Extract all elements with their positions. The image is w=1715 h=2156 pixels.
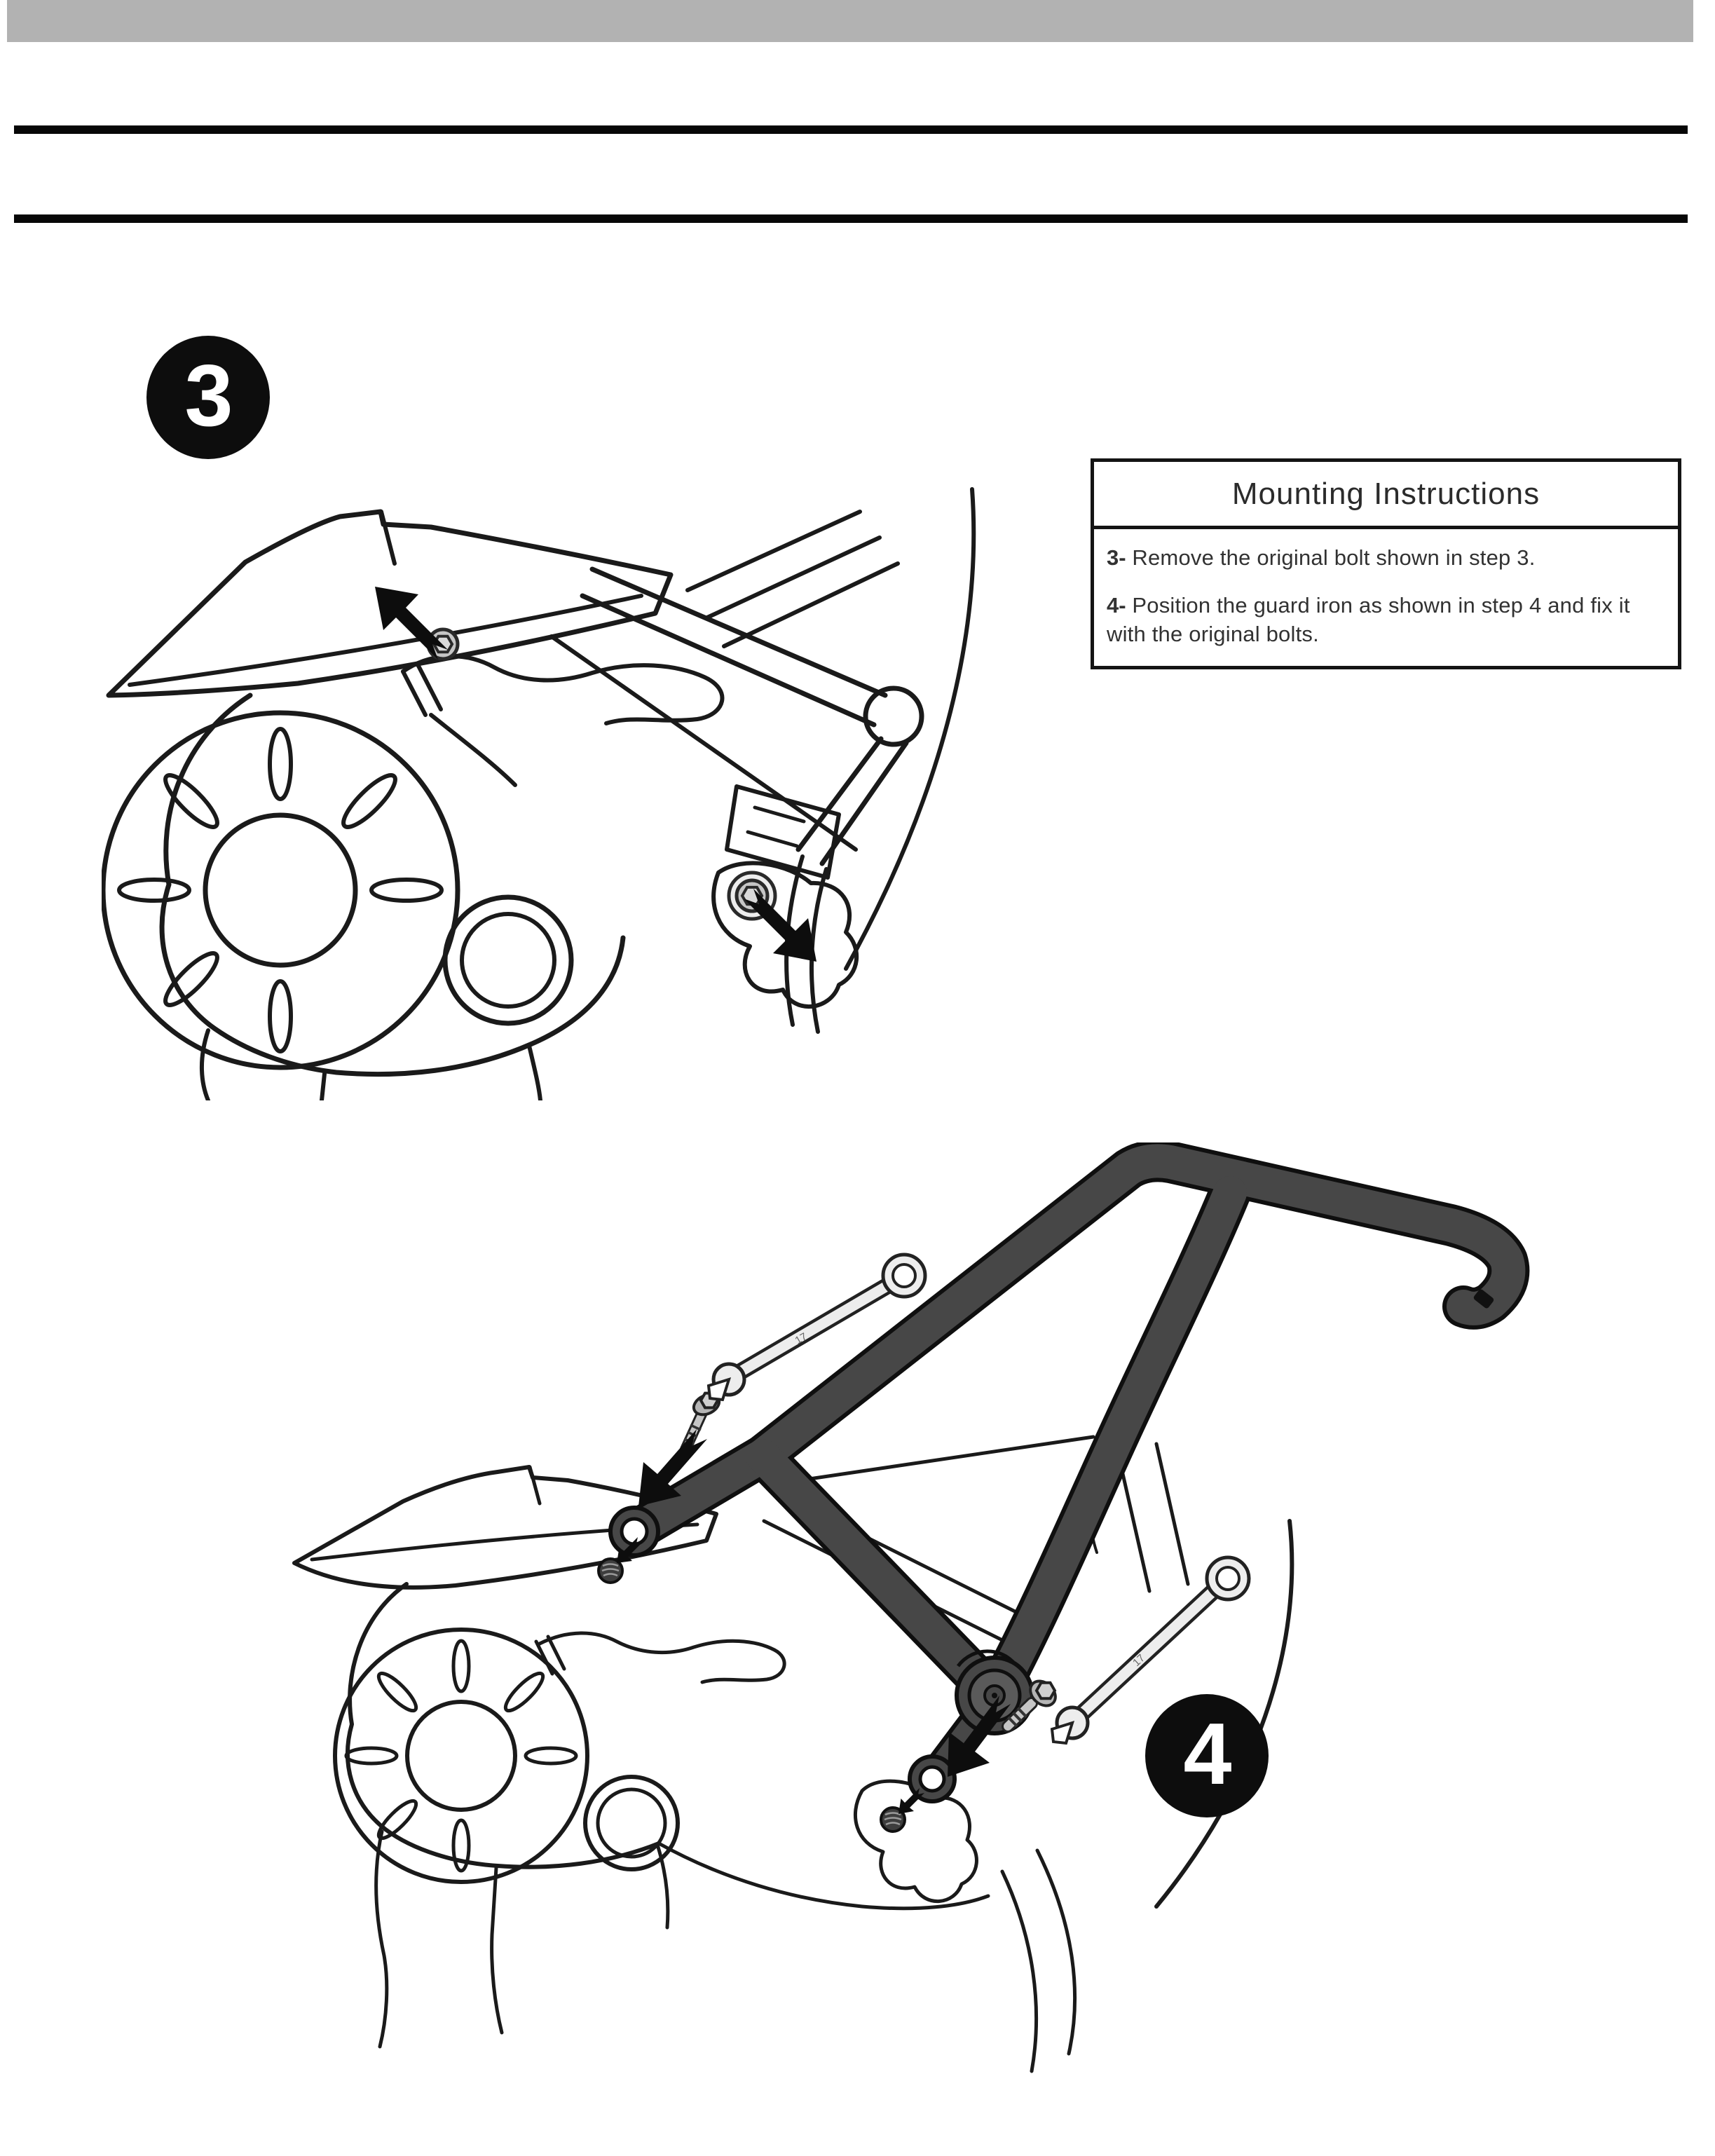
- header-rule-bottom: [14, 214, 1688, 223]
- instruction-step-4-text: Position the guard iron as shown in step…: [1107, 592, 1630, 647]
- step-3-badge: 3: [146, 336, 270, 459]
- step-4-number: 4: [1183, 1706, 1232, 1803]
- header-rule-top: [14, 125, 1688, 134]
- instruction-step-4-label: 4-: [1107, 592, 1126, 618]
- engine-line-drawing: [102, 654, 725, 1100]
- instruction-step-3-label: 3-: [1107, 545, 1126, 570]
- arrow-icon: [744, 889, 816, 962]
- engine-cover-circle: [102, 710, 460, 1070]
- frame-tubes: [549, 487, 976, 1034]
- arrow-icon: [948, 1696, 1011, 1777]
- fender-panel: [106, 509, 674, 698]
- instruction-step-4: 4- Position the guard iron as shown in s…: [1107, 591, 1668, 649]
- engine-line-drawing: [333, 1582, 990, 2049]
- step-3-number: 3: [184, 348, 233, 444]
- top-bar: [7, 0, 1693, 42]
- instructions-body: 3- Remove the original bolt shown in ste…: [1094, 529, 1678, 666]
- small-arrow-icon: [899, 1788, 924, 1814]
- engine-cover-vents: [344, 1639, 578, 1873]
- engine-cover-circle: [333, 1628, 589, 1884]
- step-3-illustration: [102, 487, 976, 1100]
- secondary-cover-circle: [442, 894, 574, 1026]
- arrow-icon: [638, 1429, 707, 1506]
- wrench-icon: 17: [1050, 1555, 1251, 1745]
- mounting-tab-lower: [908, 1754, 957, 1803]
- instruction-step-3-text: Remove the original bolt shown in step 3…: [1132, 545, 1536, 570]
- wrench-icon: 17: [706, 1253, 927, 1402]
- mounting-lug-upper: [608, 1506, 660, 1557]
- secondary-cover-circle: [583, 1775, 680, 1871]
- frame-tubes: [762, 1435, 1294, 2073]
- small-arrow-icon: [617, 1537, 643, 1563]
- arrow-icon: [375, 587, 448, 660]
- guard-iron: [608, 1142, 1530, 1803]
- bar-end-cap: [1473, 1289, 1494, 1309]
- threaded-hole-icon: [597, 1557, 624, 1584]
- mounting-instructions-box: Mounting Instructions 3- Remove the orig…: [1091, 458, 1681, 669]
- step-4-illustration: 17 17: [292, 1142, 1530, 2073]
- instructions-title: Mounting Instructions: [1094, 462, 1678, 529]
- original-bolt-upper: [426, 627, 460, 661]
- step-4-badge: 4: [1145, 1694, 1269, 1817]
- wrench-size-marking: 17: [793, 1330, 809, 1346]
- flange-bolt-icon: [1002, 1679, 1057, 1733]
- engine-cover-vents: [117, 727, 444, 1053]
- instruction-step-3: 3- Remove the original bolt shown in ste…: [1107, 543, 1668, 573]
